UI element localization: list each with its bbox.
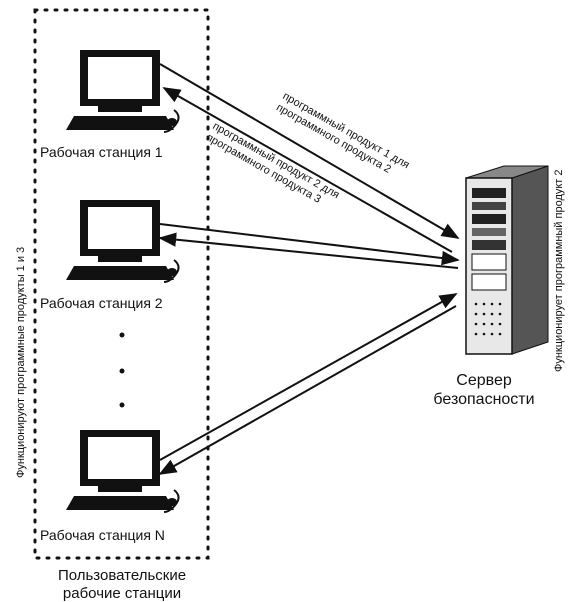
link-label-1-line1: программный продукт 1 для [281, 90, 412, 171]
arrow-server-to-ws2 [158, 232, 459, 269]
server-drive-bay [472, 202, 506, 210]
arrow-server-to-ws1 [162, 87, 453, 253]
server-drive-bay [472, 228, 506, 236]
workstation-n-label: Рабочая станция N [40, 527, 165, 543]
server-drive-bay [472, 188, 506, 198]
computer-icon [65, 49, 180, 133]
arrow-ws2-to-server [159, 223, 460, 266]
computer-icon [65, 429, 180, 513]
arrow-server-to-wsn [158, 305, 457, 475]
workstation-2-label: Рабочая станция 2 [40, 295, 163, 311]
arrow-ws1-to-server [159, 63, 460, 239]
computer-icon [65, 199, 180, 283]
workstation-group-side-label: Функционируют программные продукты 1 и 3 [15, 247, 27, 478]
workstation-2: Рабочая станция 2 [40, 199, 180, 311]
workstation-n: Рабочая станция N [40, 429, 180, 543]
workstation-group-title-line1: Пользовательские [58, 567, 186, 584]
security-server [465, 165, 549, 355]
server-side-panel [511, 165, 549, 355]
server-drive-bay [472, 214, 506, 224]
more-workstations-dots [119, 332, 125, 408]
server-label-line1: Сервер [456, 372, 512, 389]
workstation-1-label: Рабочая станция 1 [40, 144, 163, 160]
server-label-line2: безопасности [433, 391, 534, 408]
server-drive-bay [471, 273, 507, 291]
workstation-1: Рабочая станция 1 [40, 49, 180, 160]
arrow-wsn-to-server [159, 293, 458, 461]
server-drive-bay [471, 253, 507, 271]
workstation-group-title-line2: рабочие станции [63, 585, 181, 602]
server-vent-dots [474, 302, 502, 336]
server-drive-bay [472, 240, 506, 250]
server-side-label: Функционирует программный продукт 2 [553, 169, 565, 372]
